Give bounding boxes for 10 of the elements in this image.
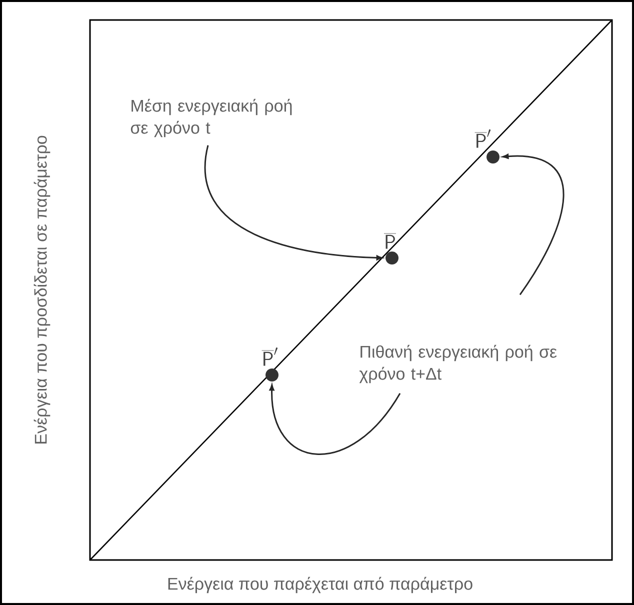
curved-arrow xyxy=(502,154,564,296)
curved-arrow xyxy=(204,145,383,260)
curved-arrow xyxy=(269,384,401,455)
axis-label: Ενέργεια που παρέχεται από παράμετρο xyxy=(168,576,472,594)
annotation-text: Πιθανή ενεργειακή ροή σε χρόνο t+Δt xyxy=(359,344,557,384)
annotation-text: Μέση ενεργειακή ροή σε χρόνο t xyxy=(130,98,292,138)
node-label: $\overline{\mathsf{P}}'$ xyxy=(262,347,278,366)
axis-label: Ενέργεια που προσδίδεται σε παράμετρο xyxy=(34,136,50,444)
node-label: $\overline{\mathsf{P}}$ xyxy=(384,234,396,249)
node-label: $\overline{\mathsf{P}}'$ xyxy=(474,129,491,148)
